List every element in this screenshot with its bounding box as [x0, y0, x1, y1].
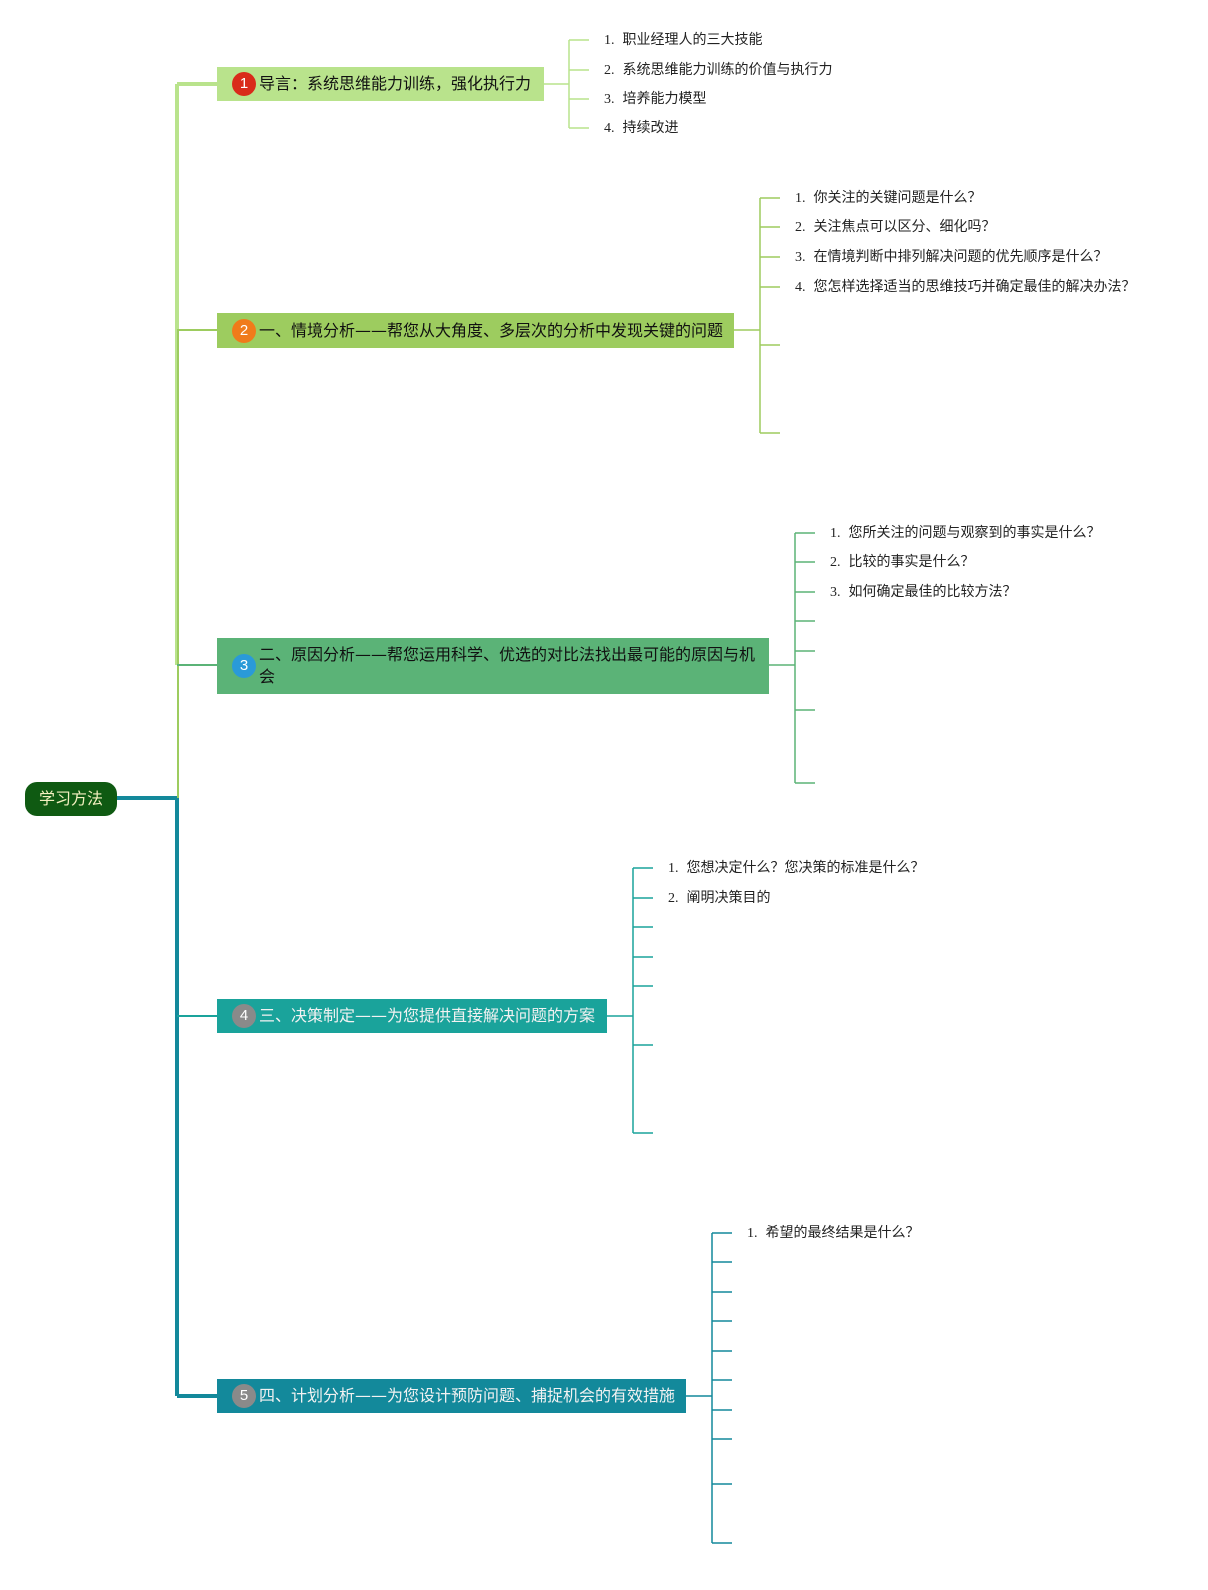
- subtopic-label: 职业经理人的三大技能: [622, 32, 763, 48]
- subtopic-label: 阐明决策目的: [686, 890, 771, 906]
- number-badge-icon: 2: [232, 318, 256, 343]
- topic-node-3[interactable]: 3 二、原因分析——帮您运用科学、优选的对比法找出最可能的原因与机会: [217, 638, 769, 694]
- topic-node-2[interactable]: 2 一、情境分析——帮您从大角度、多层次的分析中发现关键的问题: [217, 313, 734, 348]
- subtopic-number: 1.: [795, 191, 806, 206]
- subtopic-number: 1.: [830, 526, 841, 541]
- subtopic-number: 1.: [604, 33, 615, 48]
- topic-label: 三、决策制定——为您提供直接解决问题的方案: [259, 1006, 596, 1025]
- subtopic-number: 1.: [668, 861, 679, 876]
- subtopic-label: 系统思维能力训练的价值与执行力: [622, 62, 833, 78]
- topic-label: 一、情境分析——帮您从大角度、多层次的分析中发现关键的问题: [259, 320, 724, 340]
- subtopic-item[interactable]: 2. 比较的事实是什么？: [830, 553, 975, 572]
- subtopic-label: 关注焦点可以区分、细化吗？: [813, 219, 996, 235]
- subtopic-number: 2.: [668, 891, 679, 906]
- subtopic-item[interactable]: 3. 在情境判断中排列解决问题的优先顺序是什么？: [795, 248, 1108, 267]
- subtopic-label: 比较的事实是什么？: [848, 554, 975, 570]
- topic-label: 二、原因分析——帮您运用科学、优选的对比法找出最可能的原因与机会: [259, 645, 756, 686]
- subtopic-label: 你关注的关键问题是什么？: [813, 190, 982, 206]
- subtopic-label: 希望的最终结果是什么？: [765, 1225, 920, 1241]
- root-node[interactable]: 学习方法: [25, 782, 117, 816]
- topic-node-5[interactable]: 5 四、计划分析——为您设计预防问题、捕捉机会的有效措施: [217, 1379, 686, 1413]
- subtopic-label: 您怎样选择适当的思维技巧并确定最佳的解决办法？: [813, 279, 1136, 295]
- subtopic-number: 3.: [795, 250, 806, 265]
- subtopic-item[interactable]: 4. 您怎样选择适当的思维技巧并确定最佳的解决办法？: [795, 278, 1136, 297]
- topic-node-4[interactable]: 4 三、决策制定——为您提供直接解决问题的方案: [217, 999, 607, 1033]
- subtopic-item[interactable]: 2. 阐明决策目的: [668, 889, 771, 908]
- subtopic-number: 4.: [795, 280, 806, 295]
- subtopic-number: 2.: [830, 555, 841, 570]
- subtopic-label: 您所关注的问题与观察到的事实是什么？: [848, 525, 1101, 541]
- topic-label: 导言：系统思维能力训练，强化执行力: [259, 74, 532, 93]
- subtopic-item[interactable]: 3. 培养能力模型: [604, 90, 707, 109]
- number-badge-icon: 3: [232, 654, 256, 678]
- subtopic-item[interactable]: 1. 希望的最终结果是什么？: [747, 1224, 920, 1243]
- subtopic-item[interactable]: 4. 持续改进: [604, 119, 679, 138]
- subtopic-item[interactable]: 1. 职业经理人的三大技能: [604, 31, 763, 50]
- subtopic-label: 您想决定什么？您决策的标准是什么？: [686, 860, 925, 876]
- number-badge-icon: 4: [232, 1004, 256, 1028]
- subtopic-label: 培养能力模型: [622, 91, 707, 107]
- subtopic-number: 2.: [795, 220, 806, 235]
- subtopic-item[interactable]: 2. 系统思维能力训练的价值与执行力: [604, 61, 833, 80]
- number-badge-icon: 5: [232, 1384, 256, 1408]
- subtopic-item[interactable]: 1. 您想决定什么？您决策的标准是什么？: [668, 859, 925, 878]
- subtopic-number: 4.: [604, 121, 615, 136]
- subtopic-number: 3.: [604, 92, 615, 107]
- subtopic-item[interactable]: 1. 你关注的关键问题是什么？: [795, 189, 982, 208]
- subtopic-number: 1.: [747, 1226, 758, 1241]
- subtopic-item[interactable]: 3. 如何确定最佳的比较方法？: [830, 583, 1017, 602]
- subtopic-label: 如何确定最佳的比较方法？: [848, 584, 1017, 600]
- subtopic-number: 2.: [604, 63, 615, 78]
- topic-node-1[interactable]: 1 导言：系统思维能力训练，强化执行力: [217, 67, 544, 101]
- topic-label: 四、计划分析——为您设计预防问题、捕捉机会的有效措施: [259, 1386, 676, 1405]
- subtopic-number: 3.: [830, 585, 841, 600]
- number-badge-icon: 1: [232, 72, 256, 96]
- subtopic-item[interactable]: 2. 关注焦点可以区分、细化吗？: [795, 218, 996, 237]
- subtopic-label: 持续改进: [622, 120, 679, 136]
- subtopic-label: 在情境判断中排列解决问题的优先顺序是什么？: [813, 249, 1108, 265]
- subtopic-item[interactable]: 1. 您所关注的问题与观察到的事实是什么？: [830, 524, 1101, 543]
